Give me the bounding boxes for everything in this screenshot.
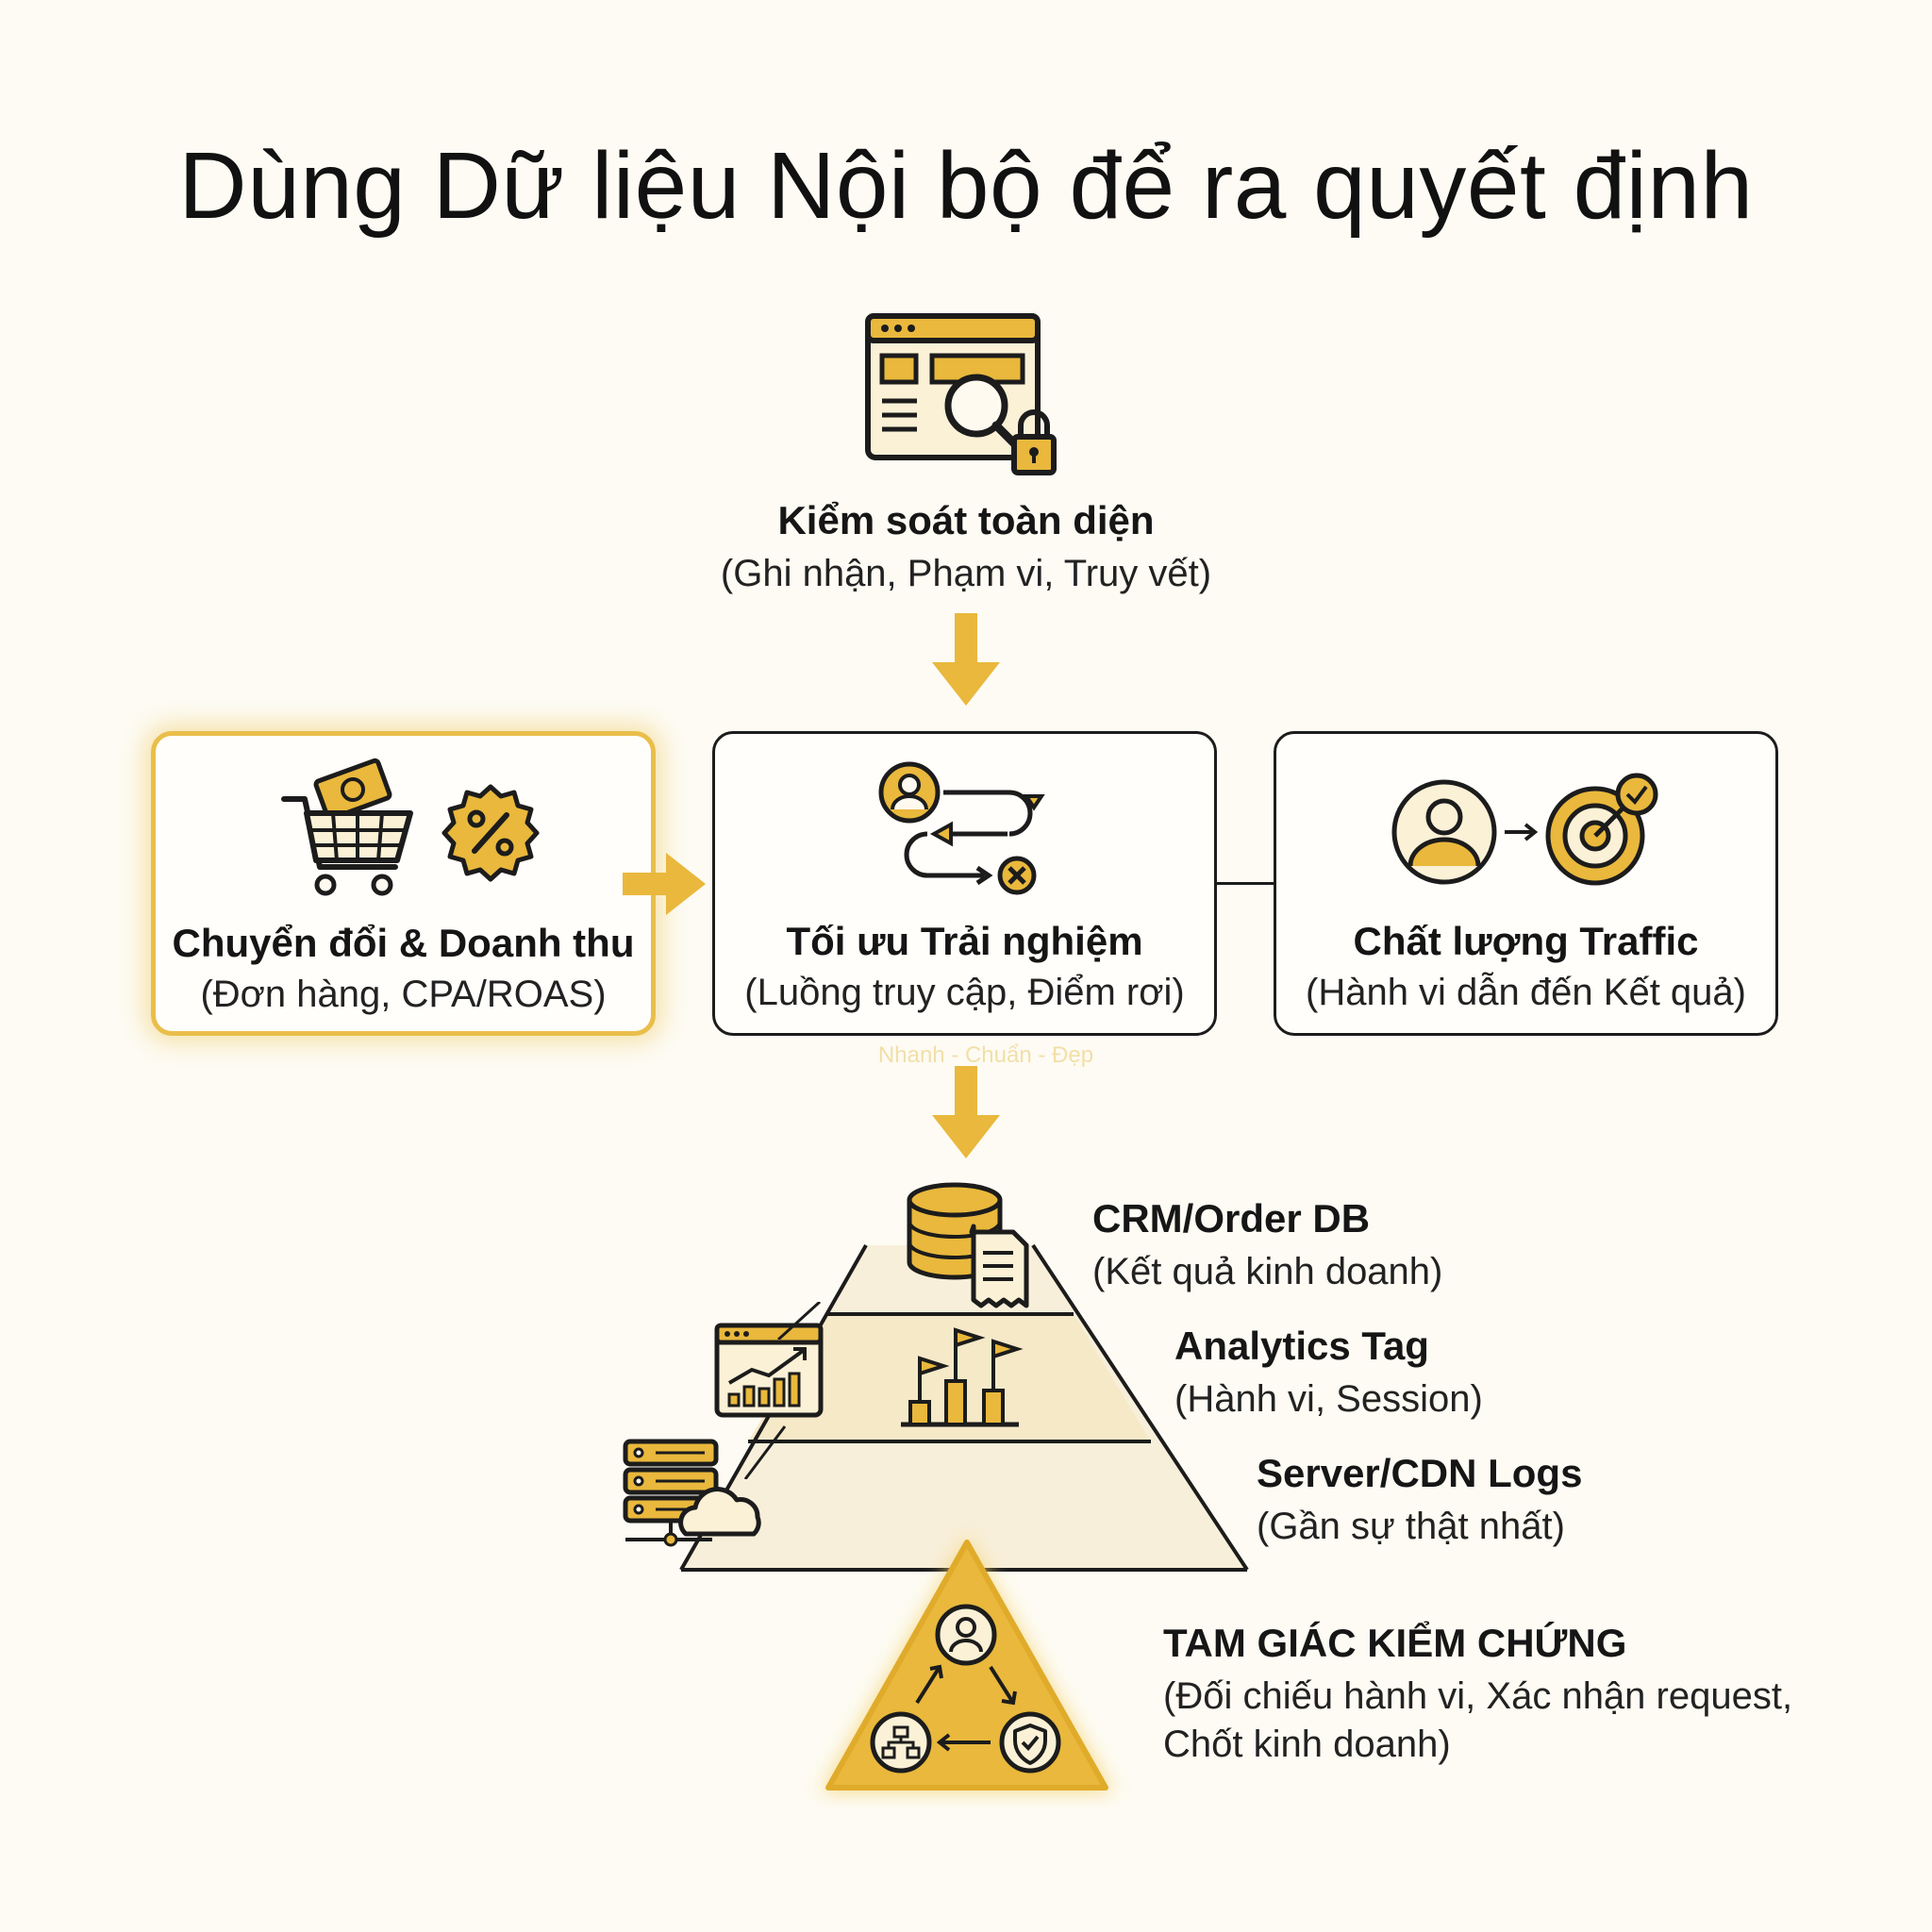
verification-label: TAM GIÁC KIỂM CHỨNG (1163, 1621, 1627, 1665)
card-label: Tối ưu Trải nghiệm (786, 919, 1143, 963)
page-title: Dùng Dữ liệu Nội bộ để ra quyết định (178, 133, 1754, 239)
pointer-line (776, 1302, 822, 1340)
verification-sub2: Chốt kinh doanh) (1163, 1724, 1451, 1765)
arrow-right-icon (623, 853, 706, 915)
card-label: Chất lượng Traffic (1353, 919, 1699, 963)
data-pyramid (679, 1182, 1249, 1572)
arrow-down-icon (932, 613, 1000, 706)
watermark: Nhanh - Chuẩn - Đẹp (877, 1042, 1094, 1068)
top-node-label: Kiểm soát toàn diện (777, 498, 1155, 542)
user-target-icon (1391, 773, 1658, 886)
card-traffic-quality: Chất lượng Traffic (Hành vi dẫn đến Kết … (1274, 731, 1778, 1036)
card-sub: (Hành vi dẫn đến Kết quả) (1306, 972, 1746, 1013)
connector-line (1217, 882, 1274, 885)
verification-triangle-icon (821, 1537, 1113, 1792)
browser-search-lock-icon (865, 313, 1057, 475)
pyramid-label: Analytics Tag (1174, 1324, 1429, 1368)
pyramid-sub: (Kết quả kinh doanh) (1092, 1251, 1443, 1292)
card-label: Chuyển đổi & Doanh thu (172, 921, 635, 965)
card-experience-optimization: Tối ưu Trải nghiệm (Luồng truy cập, Điểm… (712, 731, 1217, 1036)
top-node-sub: (Ghi nhận, Phạm vi, Truy vết) (720, 553, 1212, 594)
cart-discount-icon (281, 758, 540, 896)
card-sub: (Đơn hàng, CPA/ROAS) (200, 974, 607, 1015)
pyramid-level-server: Server/CDN Logs (Gần sự thật nhất) (1257, 1451, 1582, 1548)
pyramid-label: Server/CDN Logs (1257, 1451, 1583, 1495)
card-conversion-revenue: Chuyển đổi & Doanh thu (Đơn hàng, CPA/RO… (151, 731, 656, 1036)
pyramid-sub: (Gần sự thật nhất) (1257, 1506, 1565, 1547)
verification-text: TAM GIÁC KIỂM CHỨNG (Đối chiếu hành vi, … (1163, 1621, 1792, 1766)
arrow-down-icon (932, 1066, 1000, 1158)
card-sub: (Luồng truy cập, Điểm rơi) (744, 972, 1185, 1013)
pyramid-level-analytics: Analytics Tag (Hành vi, Session) (1174, 1324, 1483, 1421)
pyramid-level-crm: CRM/Order DB (Kết quả kinh doanh) (1092, 1196, 1442, 1293)
pyramid-label: CRM/Order DB (1092, 1196, 1371, 1241)
analytics-dashboard-icon (714, 1323, 824, 1418)
pointer-line (743, 1425, 787, 1479)
analytics-flags-icon (901, 1327, 1024, 1427)
user-flow-icon (878, 761, 1045, 895)
server-cloud-icon (623, 1439, 761, 1547)
database-receipt-icon (907, 1182, 1029, 1308)
top-node: Kiểm soát toàn diện (Ghi nhận, Phạm vi, … (636, 498, 1296, 595)
verification-sub1: (Đối chiếu hành vi, Xác nhận request, (1163, 1675, 1793, 1717)
pyramid-sub: (Hành vi, Session) (1174, 1378, 1483, 1420)
